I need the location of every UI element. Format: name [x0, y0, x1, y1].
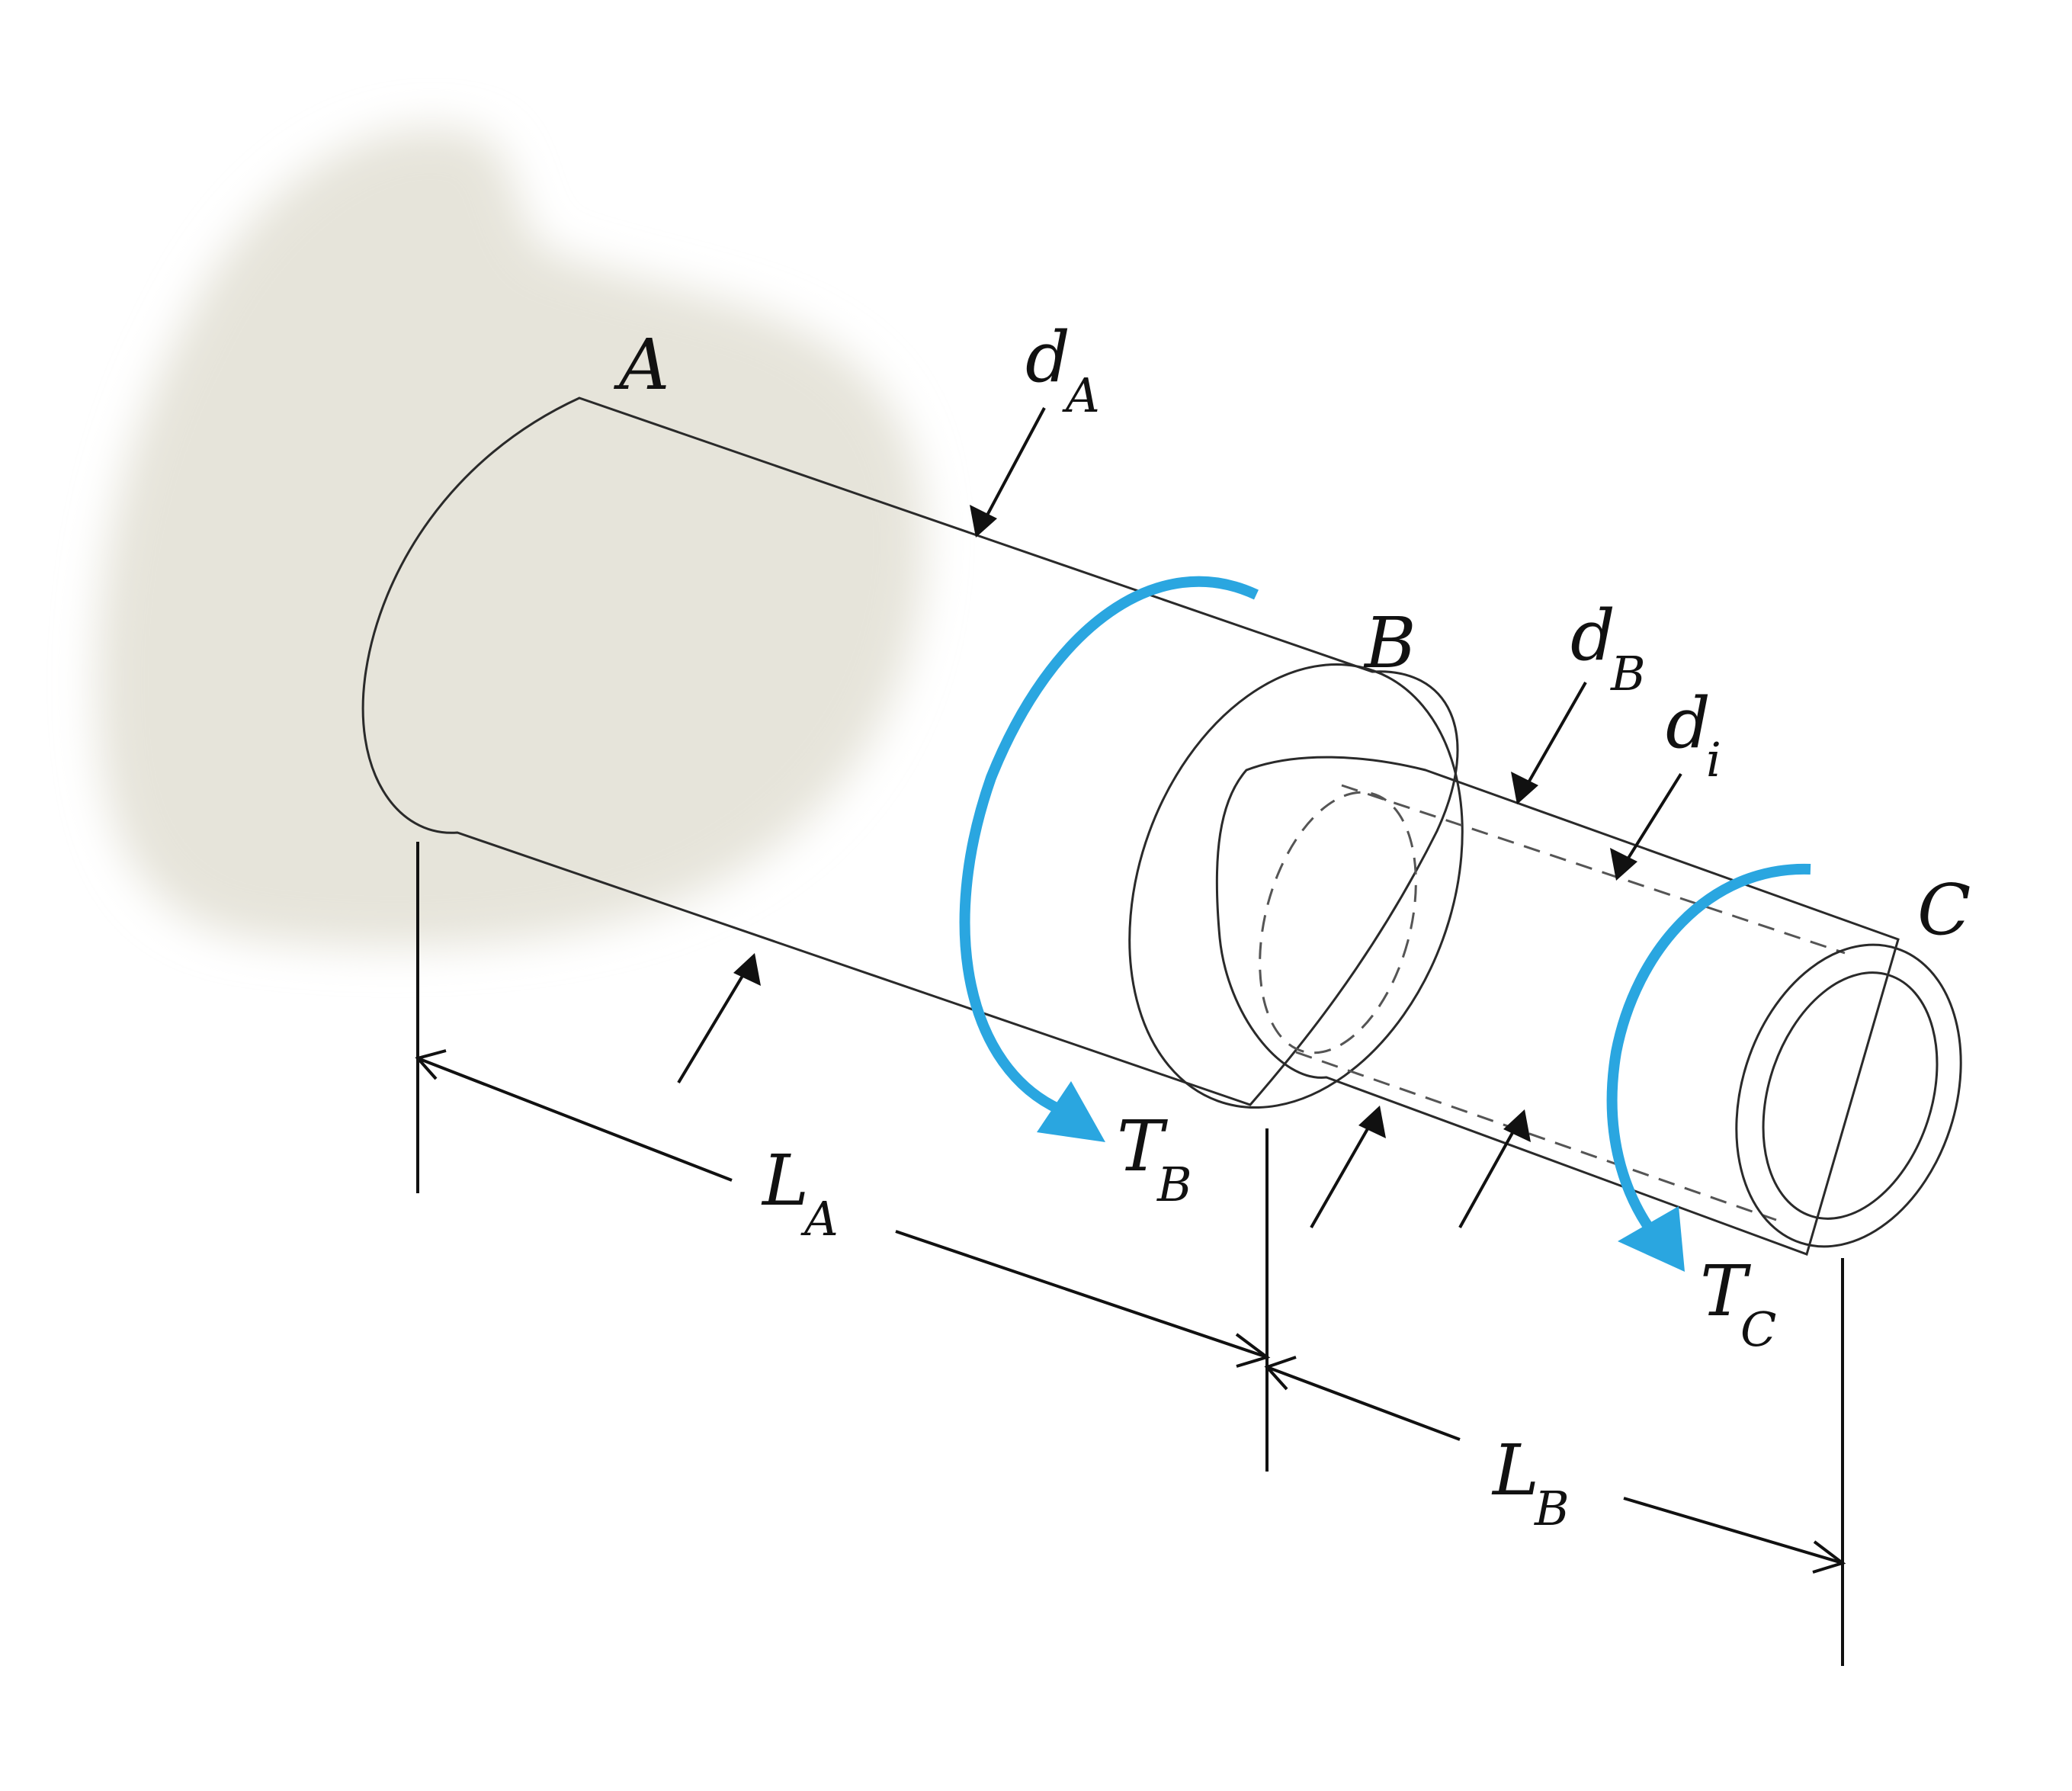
- torque-c-arrow: [1606, 863, 1811, 1272]
- label-d-a: d: [1025, 316, 1070, 398]
- label-a: A: [613, 324, 669, 406]
- tube-bc: [1215, 756, 1900, 1256]
- label-t-b-sub: B: [1156, 1157, 1192, 1212]
- label-l-b: L: [1491, 1430, 1539, 1511]
- label-d-i-sub: i: [1706, 732, 1721, 788]
- wall-support: [98, 127, 925, 947]
- label-t-b: T: [1117, 1106, 1168, 1187]
- label-d-a-sub: A: [1062, 368, 1100, 423]
- label-d-b-sub: B: [1610, 646, 1646, 701]
- label-l-a-sub: A: [800, 1191, 839, 1247]
- shaft-b-end-face: [1128, 663, 1464, 1109]
- tube-c-bore: [1762, 971, 1939, 1220]
- label-c: C: [1917, 869, 1971, 951]
- label-b: B: [1363, 602, 1416, 684]
- solid-shaft-ab: [361, 396, 1459, 1106]
- label-l-a: L: [761, 1140, 809, 1221]
- label-d-i: d: [1666, 682, 1711, 764]
- label-l-b-sub: B: [1534, 1481, 1570, 1536]
- label-t-c-sub: C: [1740, 1302, 1776, 1357]
- dimension-lines: [415, 842, 1846, 1666]
- torque-b-arrow: [959, 576, 1259, 1142]
- diameter-arrows: [677, 407, 1682, 1228]
- label-t-c: T: [1700, 1250, 1751, 1332]
- hidden-bore: [1259, 784, 1846, 1221]
- tube-c-end-ring: [1735, 943, 1962, 1248]
- label-d-b: d: [1570, 595, 1615, 676]
